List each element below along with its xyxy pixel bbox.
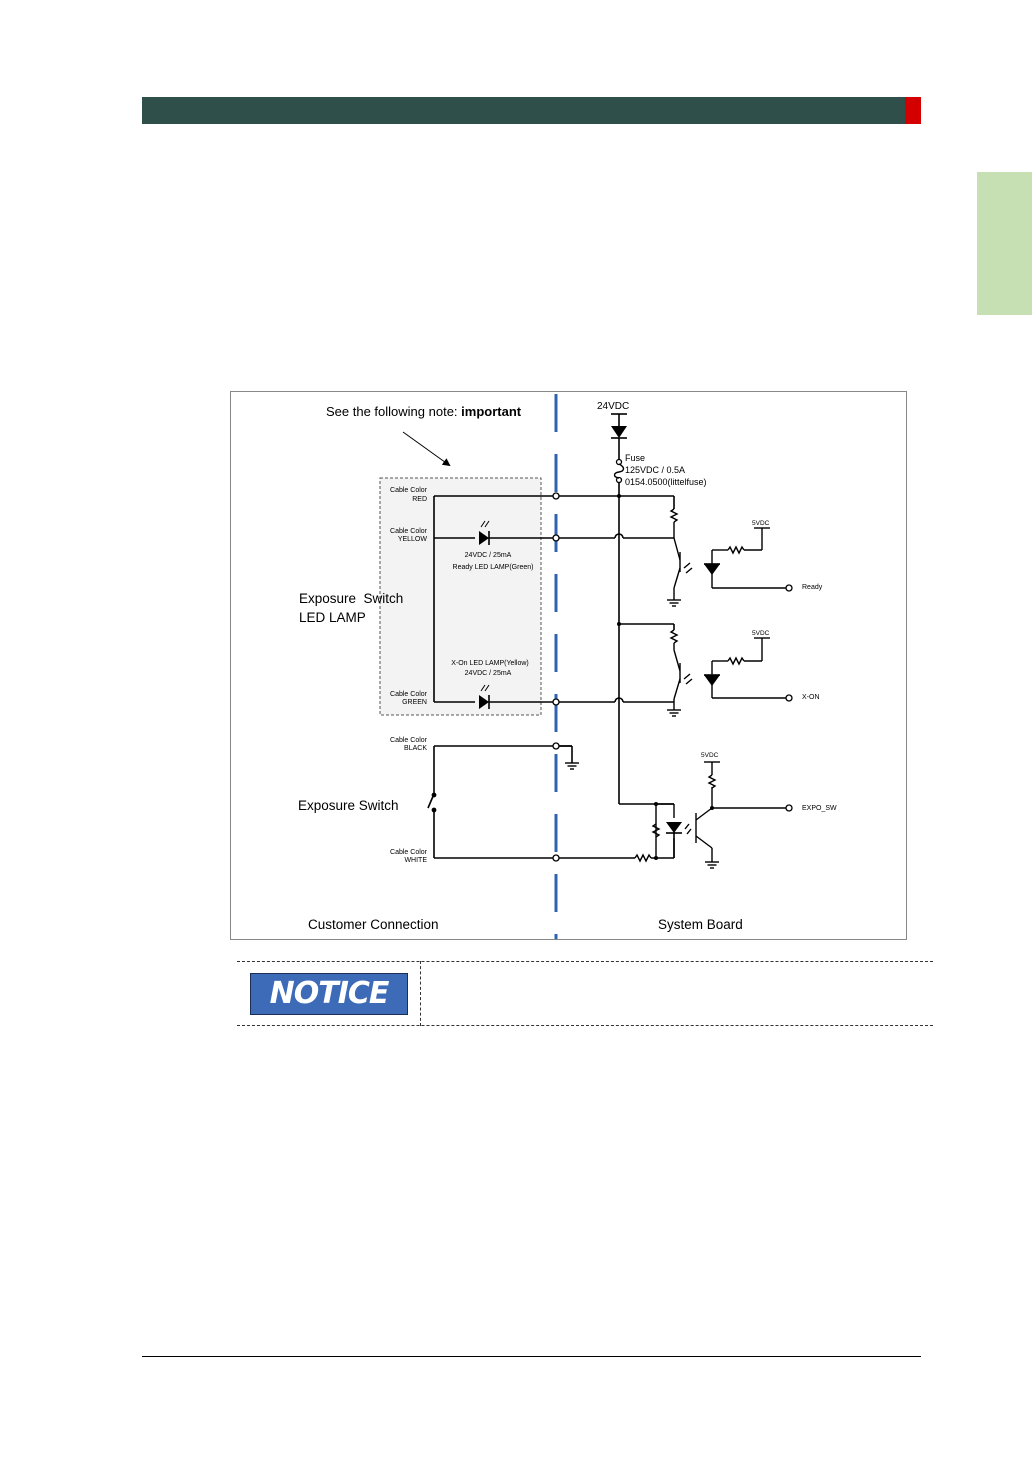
xon-led-name: X-On LED LAMP(Yellow) bbox=[451, 660, 529, 667]
cable-color-label-black: Cable Color bbox=[390, 737, 428, 744]
black-terminal bbox=[552, 742, 560, 750]
green-terminal bbox=[552, 698, 560, 706]
fuse-rating-label: 125VDC / 0.5A bbox=[625, 465, 685, 475]
expo-junction-top bbox=[654, 802, 658, 806]
expo-junction-bottom bbox=[654, 856, 658, 860]
ready-led-rating: 24VDC / 25mA bbox=[465, 552, 512, 559]
xon-led-rating: 24VDC / 25mA bbox=[465, 670, 512, 677]
exposure-switch-symbol bbox=[427, 792, 437, 813]
ready-led-symbol bbox=[479, 520, 490, 545]
xon-output-terminal bbox=[785, 694, 793, 702]
expo-5vdc-label: 5VDC bbox=[701, 752, 719, 759]
supply-24vdc-label: 24VDC bbox=[597, 401, 629, 412]
led-lamp-group-label-2: LED LAMP bbox=[299, 610, 366, 625]
ready-5vdc-label: 5VDC bbox=[752, 520, 770, 527]
cable-color-label-red: Cable Color bbox=[390, 487, 428, 494]
cable-color-label-white: Cable Color bbox=[390, 849, 428, 856]
expo-optocoupler bbox=[634, 761, 786, 863]
cable-color-label-yellow: Cable Color bbox=[390, 528, 428, 535]
trunk-junction-red bbox=[617, 494, 621, 498]
cable-color-label-green: Cable Color bbox=[390, 691, 428, 698]
ready-led-name: Ready LED LAMP(Green) bbox=[453, 564, 534, 571]
cable-name-green: GREEN bbox=[402, 699, 427, 706]
expo-output-terminal bbox=[785, 804, 793, 812]
supply-diode-symbol bbox=[611, 413, 627, 439]
notice-box: NOTICE bbox=[237, 961, 933, 1026]
ready-output-terminal bbox=[785, 584, 793, 592]
system-board-label: System Board bbox=[658, 917, 743, 932]
expo-collector-junction bbox=[710, 806, 714, 810]
customer-connection-label: Customer Connection bbox=[308, 917, 439, 932]
notice-badge: NOTICE bbox=[250, 973, 408, 1015]
wiring-diagram-svg: See the following note: important Exposu… bbox=[298, 394, 837, 939]
header-bar bbox=[142, 97, 905, 124]
cable-name-black: BLACK bbox=[404, 745, 427, 752]
cable-name-yellow: YELLOW bbox=[398, 536, 428, 543]
notice-top-rule bbox=[237, 961, 933, 962]
xon-ground-symbol bbox=[667, 699, 681, 717]
exposure-switch-label: Exposure Switch bbox=[298, 798, 399, 813]
xon-output-label: X-ON bbox=[802, 694, 820, 701]
header-accent-mark bbox=[905, 97, 921, 124]
expo-optocoupler-led bbox=[666, 822, 682, 834]
wiring-diagram: See the following note: important Exposu… bbox=[230, 391, 907, 940]
xon-optocoupler-led bbox=[704, 674, 720, 686]
red-terminal bbox=[552, 492, 560, 500]
chapter-side-tab bbox=[977, 172, 1032, 315]
ready-optocoupler-led bbox=[704, 563, 720, 575]
xon-led-symbol bbox=[479, 684, 490, 709]
white-terminal bbox=[552, 854, 560, 862]
footer-rule bbox=[142, 1356, 921, 1357]
trunk-junction-xon bbox=[617, 622, 621, 626]
ready-optocoupler bbox=[669, 508, 786, 589]
fuse-symbol bbox=[613, 463, 625, 479]
ready-output-label: Ready bbox=[802, 584, 823, 591]
note-arrow bbox=[402, 431, 451, 467]
cable-name-white: WHITE bbox=[404, 857, 427, 864]
yellow-terminal bbox=[552, 534, 560, 542]
black-ground-symbol bbox=[565, 762, 579, 770]
cable-name-red: RED bbox=[412, 496, 427, 503]
fuse-terminal-top bbox=[615, 458, 623, 466]
led-lamp-group-box bbox=[379, 477, 542, 716]
notice-bottom-rule bbox=[237, 1025, 933, 1026]
important-note: See the following note: important bbox=[326, 404, 522, 419]
ready-ground-symbol bbox=[667, 588, 681, 607]
xon-5vdc-label: 5VDC bbox=[752, 630, 770, 637]
expo-output-label: EXPO_SW bbox=[802, 805, 837, 812]
led-lamp-group-label: Exposure Switch bbox=[299, 591, 403, 606]
expo-ground-symbol bbox=[705, 851, 719, 869]
notice-divider bbox=[420, 961, 421, 1026]
fuse-label: Fuse bbox=[625, 453, 645, 463]
xon-optocoupler bbox=[669, 629, 786, 700]
fuse-part-label: 0154.0500(littelfuse) bbox=[625, 477, 707, 487]
